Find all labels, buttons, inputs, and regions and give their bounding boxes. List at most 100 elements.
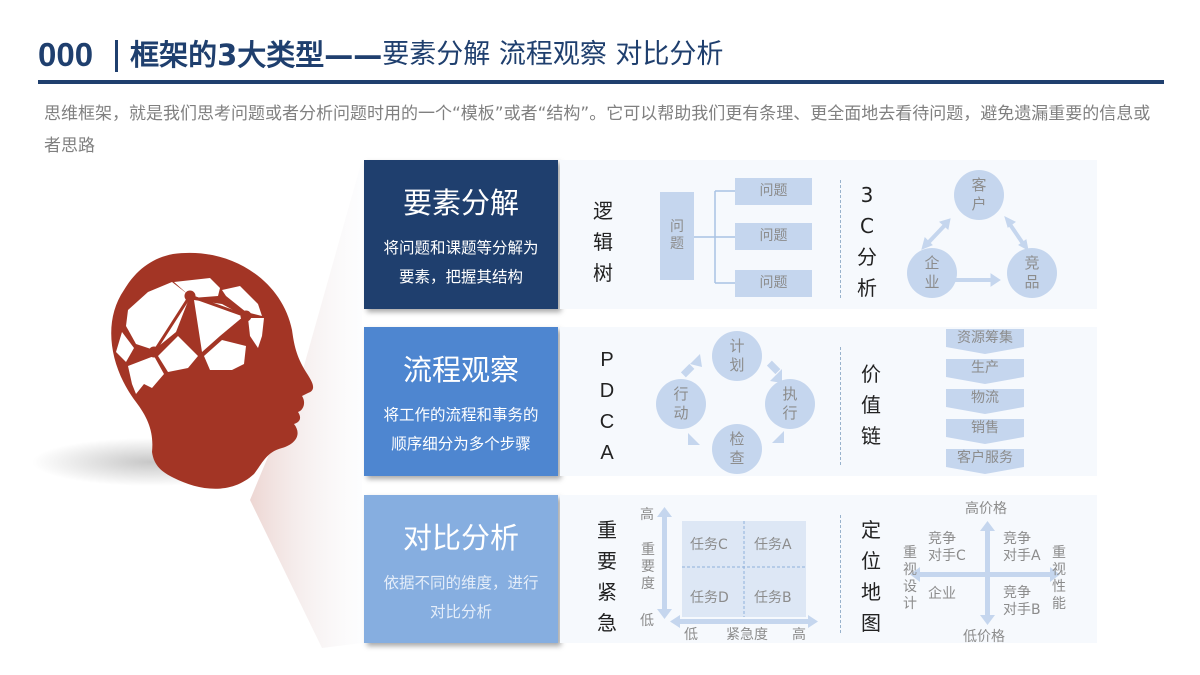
label-char: 紧	[597, 580, 617, 604]
title-divider	[115, 40, 119, 72]
competitor-b: 竞争 对手B	[1003, 585, 1041, 619]
category-title: 流程观察	[402, 353, 519, 387]
panel-comparative-analysis: 重 要 紧 急 高 重 要 度 低 任务C 任务A 任务D 任务B 低 紧急度 …	[560, 495, 1097, 645]
node-char: 执	[782, 385, 798, 403]
node-char: 业	[924, 273, 940, 291]
quadrant-task-d: 任务D	[690, 590, 729, 606]
label-char: 3	[860, 183, 874, 207]
label-char: 逻	[593, 199, 613, 223]
axis-char: 视	[1052, 562, 1066, 578]
pdca-act: 行 动	[656, 379, 706, 429]
tree-leaf: 问题	[735, 178, 812, 205]
title-bold: 框架的3大类型——	[130, 38, 383, 72]
label-char: 树	[593, 261, 613, 285]
point-line: 对手B	[1003, 602, 1041, 618]
desc-line: 将问题和课题等分解为	[383, 239, 539, 257]
label-char: 价	[861, 362, 881, 386]
pdca-do: 执 行	[765, 379, 815, 429]
label-char: P	[600, 349, 614, 371]
node-char: 企	[924, 254, 940, 272]
desc-line: 要素，把握其结构	[398, 268, 523, 286]
category-element-decomposition: 要素分解 将问题和课题等分解为 要素，把握其结构	[364, 160, 558, 309]
node-customer: 客 户	[954, 170, 1004, 220]
axis-char: 重	[641, 542, 655, 558]
desc-line: 顺序细分为多个步骤	[391, 435, 531, 453]
node-char: 检	[729, 430, 745, 448]
pdca-check: 检 查	[712, 424, 762, 474]
map-bottom: 低价格	[963, 629, 1005, 645]
3c-analysis-label: 3 C 分 析	[854, 180, 880, 304]
root-char: 题	[670, 236, 684, 252]
section-number: 000	[38, 36, 94, 73]
label-char: C	[860, 214, 874, 238]
page-title: 000 框架的3大类型—— 要素分解 流程观察 对比分析	[38, 30, 723, 76]
point-line: 竞争	[1003, 585, 1031, 601]
desc-line: 依据不同的维度，进行	[383, 574, 539, 592]
axis-char: 设	[903, 579, 917, 595]
panel-process-observation: P D C A 计 划 执 行 检 查 行 动 价 值 链 资源筹集 生产 物流	[560, 327, 1097, 476]
title-underline	[38, 80, 1164, 84]
category-title: 对比分析	[402, 521, 519, 555]
desc-line: 对比分析	[429, 603, 492, 621]
node-competitor: 竞 品	[1007, 248, 1057, 298]
dashed-divider	[840, 515, 841, 633]
tree-connectors	[694, 190, 735, 284]
label-char: 地	[861, 580, 881, 604]
axis-char: 重	[1052, 545, 1066, 561]
3c-arrows	[921, 216, 1029, 287]
map-left: 重 视 设 计	[903, 545, 917, 613]
label-char: 图	[861, 611, 881, 635]
y-axis-high: 高	[640, 507, 654, 523]
tree-leaf: 问题	[735, 270, 812, 297]
label-char: 链	[861, 424, 881, 448]
x-axis-low: 低	[684, 627, 698, 643]
matrix-axes	[657, 507, 818, 628]
map-right: 重 视 性 能	[1052, 545, 1066, 613]
category-comparative-analysis: 对比分析 依据不同的维度，进行 对比分析	[364, 495, 558, 643]
node-char: 户	[971, 195, 987, 213]
panel-element-decomposition: 逻 辑 树 问 题 问题 问题 问题 3 C 分 析	[560, 160, 1097, 309]
category-desc: 依据不同的维度，进行 对比分析	[364, 569, 558, 627]
desc-line: 将工作的流程和事务的	[383, 406, 539, 424]
label-char: C	[599, 411, 615, 433]
company-point: 企业	[928, 586, 956, 602]
y-axis-low: 低	[640, 613, 654, 629]
category-desc: 将工作的流程和事务的 顺序细分为多个步骤	[364, 401, 558, 459]
root-char: 问	[670, 219, 684, 235]
urgency-matrix-label: 重 要 紧 急	[594, 515, 620, 639]
competitor-c: 竞争 对手C	[928, 531, 966, 565]
pdca-plan: 计 划	[712, 331, 762, 381]
axis-char: 性	[1052, 579, 1066, 595]
quadrant-task-a: 任务A	[754, 537, 792, 553]
category-title: 要素分解	[402, 186, 519, 220]
label-char: 辑	[593, 230, 613, 254]
axis-char: 度	[641, 576, 655, 592]
dashed-divider	[840, 347, 841, 465]
category-process-observation: 流程观察 将工作的流程和事务的 顺序细分为多个步骤	[364, 327, 558, 476]
axis-char: 重	[903, 545, 917, 561]
label-char: 要	[597, 549, 617, 573]
node-char: 动	[673, 404, 689, 422]
node-char: 品	[1024, 273, 1040, 291]
competitor-a: 竞争 对手A	[1003, 531, 1041, 565]
axis-char: 计	[903, 596, 917, 612]
point-line: 对手A	[1003, 548, 1041, 564]
value-chain-label: 价 值 链	[858, 359, 884, 452]
node-company: 企 业	[907, 248, 957, 298]
quadrant-task-c: 任务C	[690, 537, 728, 553]
category-desc: 将问题和课题等分解为 要素，把握其结构	[364, 234, 558, 292]
pdca-arrows	[680, 354, 784, 445]
logic-tree-label: 逻 辑 树	[590, 196, 616, 289]
y-axis-title: 重 要 度	[640, 542, 656, 593]
label-char: 析	[857, 276, 877, 300]
label-char: 定	[861, 518, 881, 542]
label-char: D	[599, 380, 615, 402]
tree-leaf: 问题	[735, 223, 812, 250]
label-char: 重	[597, 518, 617, 542]
label-char: 位	[861, 549, 881, 573]
tree-root: 问 题	[660, 192, 694, 280]
head-brain-icon	[111, 252, 314, 489]
x-axis-title: 紧急度	[726, 627, 768, 643]
node-char: 竞	[1024, 254, 1040, 272]
positioning-axes	[910, 521, 1060, 625]
